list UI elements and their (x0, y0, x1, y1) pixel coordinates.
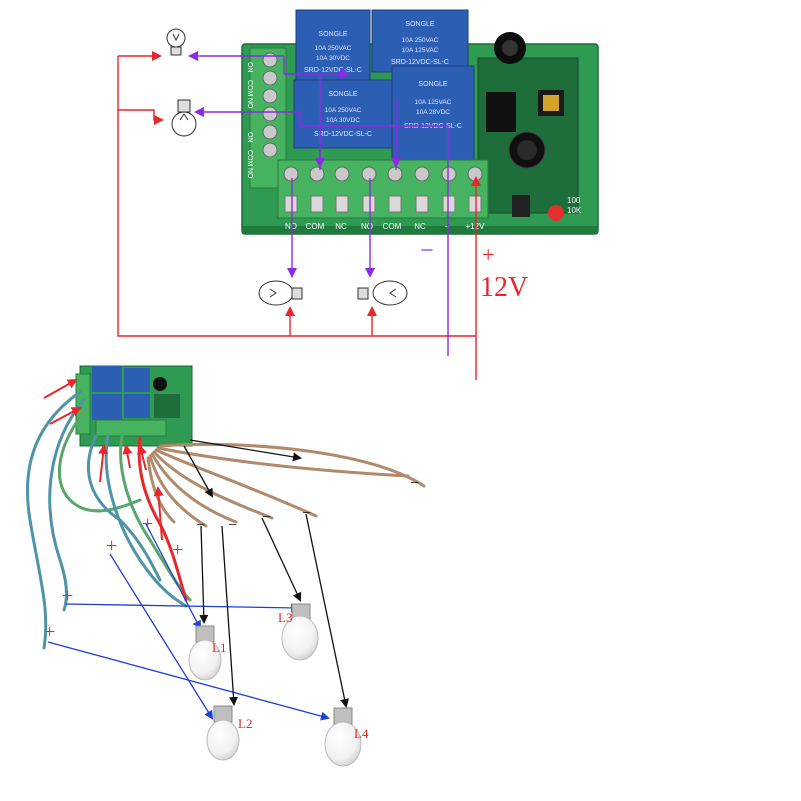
led-indicator (548, 205, 564, 221)
svg-text:+: + (172, 539, 183, 561)
svg-text:NO: NO (246, 98, 253, 109)
svg-text:COM: COM (383, 222, 402, 231)
red-arrows-photo (43, 379, 164, 541)
svg-text:SONGLE: SONGLE (405, 21, 435, 28)
svg-text:−: − (262, 509, 271, 526)
relay-2: SONGLE 10A 250VAC 10A 125VAC SRD-12VDC-S… (371, 9, 469, 73)
bulb-label-l4: L4 (354, 726, 369, 741)
capacitor-top (517, 140, 537, 160)
small-relay-board (75, 365, 193, 447)
svg-text:NO: NO (285, 222, 297, 231)
svg-text:COM: COM (246, 150, 253, 167)
red-supply-wires (117, 51, 481, 380)
bulb-label-l2: L2 (238, 716, 252, 731)
supply-plus-sign: + (482, 242, 494, 267)
bulb-label-l3: L3 (278, 610, 292, 625)
relay-1: SONGLE 10A 250VAC 10A 30VDC SRD-12VDC-SL… (295, 9, 371, 81)
led-bulb-l1 (188, 625, 222, 681)
led-bulb-l2 (206, 705, 240, 761)
supply-voltage-label: 12V (480, 272, 528, 303)
svg-text:SRD-12VDC-SL-C: SRD-12VDC-SL-C (304, 67, 362, 74)
svg-text:+: + (106, 535, 117, 557)
svg-text:NC: NC (414, 222, 426, 231)
bottom-terminal-block (277, 159, 489, 219)
inductor-core (543, 95, 559, 111)
svg-text:+: + (142, 513, 153, 535)
svg-text:NO: NO (361, 222, 373, 231)
led-bulb-l3 (281, 603, 319, 661)
left-terminal-labels: ON COM NO ON COM NO (246, 62, 253, 179)
led-bulb-l4 (324, 707, 362, 767)
svg-text:10A 28VDC: 10A 28VDC (416, 109, 450, 116)
purple-load-wires (188, 51, 449, 356)
svg-text:10A 250VAC: 10A 250VAC (325, 107, 362, 114)
blue-connection-lines (47, 523, 330, 721)
black-connection-lines (183, 439, 349, 708)
svg-text:SRD-12VDC-SL-C: SRD-12VDC-SL-C (314, 131, 372, 138)
ic-chip (486, 92, 516, 132)
svg-text:10A 125VAC: 10A 125VAC (415, 99, 452, 106)
svg-text:ON: ON (246, 132, 253, 143)
svg-text:−: − (445, 222, 450, 231)
resistor-label-100: 100 (567, 196, 581, 205)
polarity-marks-photo: − − − − − + + + + + (44, 475, 419, 643)
antenna-coil-center (502, 40, 518, 56)
svg-text:−: − (410, 475, 419, 492)
svg-text:10A 30VDC: 10A 30VDC (326, 117, 360, 124)
pcb-shadow (242, 226, 598, 234)
bulb-icon-top-1 (166, 28, 186, 56)
svg-text:10A 250VAC: 10A 250VAC (402, 37, 439, 44)
supply-minus-sign: − (420, 238, 434, 264)
bulb-icon-top-2 (171, 99, 197, 137)
push-button (512, 195, 530, 217)
bottom-terminal-screws (283, 166, 483, 182)
svg-text:SONGLE: SONGLE (418, 81, 448, 88)
relay-3: SONGLE 10A 250VAC 10A 30VDC SRD-12VDC-SL… (293, 79, 393, 149)
svg-text:−: − (302, 505, 311, 522)
svg-text:−: − (196, 517, 205, 534)
bulb-label-l1: L1 (212, 640, 226, 655)
svg-text:COM: COM (306, 222, 325, 231)
resistor-label-10k: 10K (567, 206, 582, 215)
svg-text:10A 125VAC: 10A 125VAC (402, 47, 439, 54)
svg-text:NC: NC (335, 222, 347, 231)
svg-text:NO: NO (246, 168, 253, 179)
bulb-icon-bottom-1 (258, 280, 303, 306)
top-wiring-diagram: 100 10K SONGLE 10A 250VAC 10A 30VDC SRD-… (117, 9, 599, 380)
svg-text:SRD-12VDC-SL-C: SRD-12VDC-SL-C (391, 59, 449, 66)
bottom-wiring-photo: − − − − − + + + + + L1 L2 (25, 365, 426, 767)
relay-4: SONGLE 10A 125VAC 10A 28VDC SRD-12VDC-SL… (391, 65, 475, 161)
svg-text:SONGLE: SONGLE (318, 31, 348, 38)
tan-wires (146, 442, 426, 528)
svg-text:+: + (62, 585, 73, 607)
svg-text:10A 250VAC: 10A 250VAC (315, 45, 352, 52)
bottom-terminal-slots (284, 195, 482, 213)
relay-module-board: 100 10K SONGLE 10A 250VAC 10A 30VDC SRD-… (241, 9, 599, 235)
svg-text:SONGLE: SONGLE (328, 91, 358, 98)
svg-text:+: + (44, 621, 55, 643)
svg-text:COM: COM (246, 80, 253, 97)
bulb-icon-bottom-2 (357, 280, 408, 306)
svg-text:ON: ON (246, 62, 253, 73)
svg-text:−: − (228, 517, 237, 534)
svg-text:10A 30VDC: 10A 30VDC (316, 55, 350, 62)
